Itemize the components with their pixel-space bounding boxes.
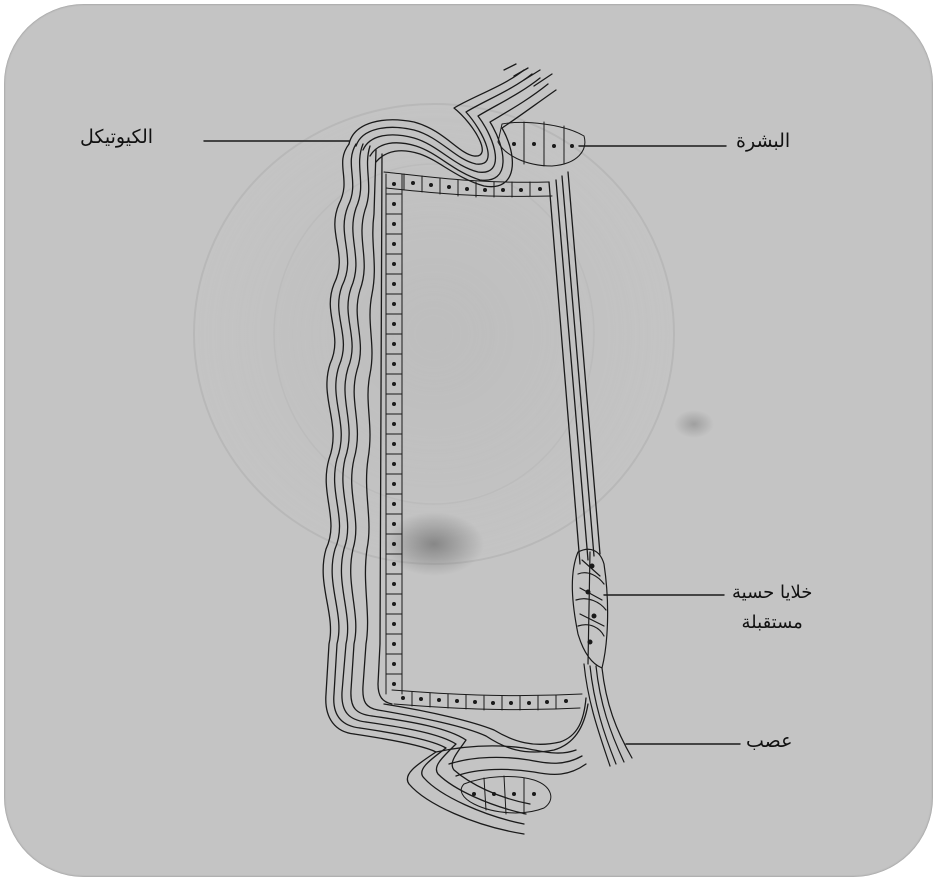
label-cuticle: الكيوتيكل bbox=[80, 126, 153, 148]
nerve-fibers bbox=[584, 664, 632, 766]
label-nerve: عصب bbox=[746, 730, 792, 752]
label-sensory-cells-line2: مستقبلة bbox=[732, 608, 812, 638]
stipple-smudge-right bbox=[674, 410, 714, 438]
stipple-smudge bbox=[384, 512, 484, 576]
label-sensory-cells-line1: خلايا حسية bbox=[732, 578, 812, 608]
label-epidermis: البشرة bbox=[736, 130, 790, 152]
bleed-through-oval bbox=[194, 104, 674, 564]
label-sensory-cells: خلايا حسية مستقبلة bbox=[732, 578, 812, 638]
scanned-page: الكيوتيكل البشرة خلايا حسية مستقبلة عصب bbox=[4, 4, 933, 877]
cuticle-bottom-fold bbox=[354, 698, 588, 834]
